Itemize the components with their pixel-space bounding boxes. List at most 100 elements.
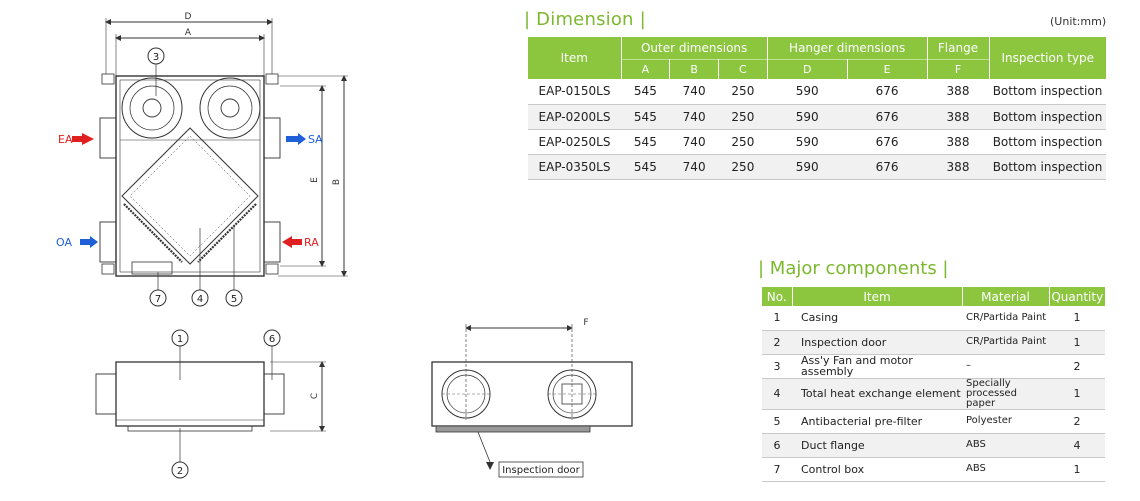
model-cell: EAP-0150LS [528, 79, 621, 105]
table-row: 5 Antibacterial pre-filter Polyester 2 [762, 409, 1105, 434]
value-c-cell: 250 [718, 154, 768, 180]
dimension-header-row: Item Outer dimensions Hanger dimensions … [528, 37, 1106, 79]
subheader-d: D [767, 58, 848, 79]
subheader-b: B [669, 58, 719, 79]
callout-7: 7 [155, 294, 161, 305]
components-table: No. Item Material Quantity 1 Casing CR/P… [762, 287, 1105, 482]
no-cell: 1 [762, 306, 792, 331]
header-comp-item: Item [792, 287, 963, 306]
callout-5: 5 [231, 294, 237, 305]
inspection-door-label: Inspection door [502, 465, 580, 476]
value-b-cell: 740 [669, 154, 719, 180]
value-c-cell: 250 [718, 129, 768, 155]
table-row: 7 Control box ABS 1 [762, 457, 1105, 482]
dimension-table: Item Outer dimensions Hanger dimensions … [528, 37, 1106, 180]
header-material: Material [962, 287, 1050, 306]
inspection-cell: Bottom inspection [989, 154, 1106, 180]
inspection-cell: Bottom inspection [989, 129, 1106, 155]
side-view [95, 346, 326, 462]
item-cell: Inspection door [792, 330, 962, 355]
header-quantity: Quantity [1049, 287, 1105, 306]
subheader-f: F [927, 58, 990, 79]
callout-2: 2 [177, 466, 183, 477]
subheader-e: E [847, 58, 928, 79]
header-no: No. [762, 287, 793, 306]
value-a-cell: 545 [621, 104, 670, 130]
callout-4: 4 [197, 294, 203, 305]
table-row: 4 Total heat exchange element Specially … [762, 378, 1105, 410]
quantity-cell: 1 [1049, 378, 1105, 410]
value-c-cell: 250 [718, 104, 768, 130]
table-row: 2 Inspection door CR/Partida Paint 1 [762, 330, 1105, 355]
ra-arrow-icon [282, 236, 302, 248]
item-cell: Duct flange [792, 433, 962, 458]
no-cell: 4 [762, 378, 792, 410]
header-hanger: Hanger dimensions [767, 37, 928, 59]
quantity-cell: 1 [1049, 306, 1105, 331]
callout-1: 1 [177, 334, 183, 345]
dimension-title: | Dimension | [524, 9, 646, 30]
top-view [99, 18, 348, 290]
dim-label-a: A [185, 28, 192, 38]
value-a-cell: 545 [621, 154, 670, 180]
no-cell: 5 [762, 409, 792, 434]
quantity-cell: 4 [1049, 433, 1105, 458]
header-outer: Outer dimensions [621, 37, 768, 59]
oa-label: OA [56, 236, 72, 249]
quantity-cell: 2 [1049, 409, 1105, 434]
item-cell: Ass'y Fan and motor assembly [792, 354, 962, 379]
dim-label-c: C [310, 393, 320, 399]
table-row: EAP-0150LS 545 740 250 590 676 388 Botto… [528, 79, 1106, 105]
item-cell: Antibacterial pre-filter [792, 409, 962, 434]
material-cell: Polyester [962, 409, 1049, 434]
table-row: 1 Casing CR/Partida Paint 1 [762, 306, 1105, 331]
material-cell: CR/Partida Paint [962, 330, 1049, 355]
model-cell: EAP-0250LS [528, 129, 621, 155]
airflow-arrows [72, 133, 306, 248]
material-cell: ABS [962, 433, 1049, 458]
value-a-cell: 545 [621, 79, 670, 105]
value-f-cell: 388 [927, 129, 989, 155]
no-cell: 3 [762, 354, 792, 379]
value-e-cell: 676 [847, 79, 927, 105]
sa-arrow-icon [286, 133, 306, 145]
item-cell: Casing [792, 306, 962, 331]
quantity-cell: 2 [1049, 354, 1105, 379]
ea-arrow-icon [72, 133, 94, 145]
dim-label-f: F [583, 318, 588, 328]
dim-label-d: D [185, 12, 192, 22]
inspection-cell: Bottom inspection [989, 104, 1106, 130]
material-cell: CR/Partida Paint [962, 306, 1049, 331]
front-view [431, 324, 633, 463]
table-row: 3 Ass'y Fan and motor assembly – 2 [762, 354, 1105, 379]
callout-6: 6 [269, 334, 275, 345]
header-flange: Flange [927, 37, 990, 59]
oa-arrow-icon [80, 236, 98, 248]
model-cell: EAP-0350LS [528, 154, 621, 180]
material-cell: ABS [962, 457, 1049, 482]
item-cell: Total heat exchange element [792, 378, 962, 410]
subheader-a: A [621, 58, 671, 79]
value-f-cell: 388 [927, 104, 989, 130]
dim-label-e: E [310, 177, 320, 183]
header-inspection: Inspection type [989, 37, 1106, 79]
dim-label-b: B [332, 179, 342, 185]
quantity-cell: 1 [1049, 457, 1105, 482]
quantity-cell: 1 [1049, 330, 1105, 355]
table-row: 6 Duct flange ABS 4 [762, 433, 1105, 458]
ea-label: EA [58, 133, 73, 146]
dimension-unit: (Unit:mm) [1050, 15, 1107, 28]
value-d-cell: 590 [767, 129, 848, 155]
material-cell: Specially processed paper [962, 378, 1049, 410]
no-cell: 7 [762, 457, 792, 482]
value-a-cell: 545 [621, 129, 670, 155]
table-row: EAP-0200LS 545 740 250 590 676 388 Botto… [528, 104, 1106, 130]
value-b-cell: 740 [669, 104, 719, 130]
sa-label: SA [308, 133, 323, 146]
no-cell: 2 [762, 330, 792, 355]
no-cell: 6 [762, 433, 792, 458]
value-e-cell: 676 [847, 154, 927, 180]
material-cell: – [962, 354, 1049, 379]
value-e-cell: 676 [847, 129, 927, 155]
